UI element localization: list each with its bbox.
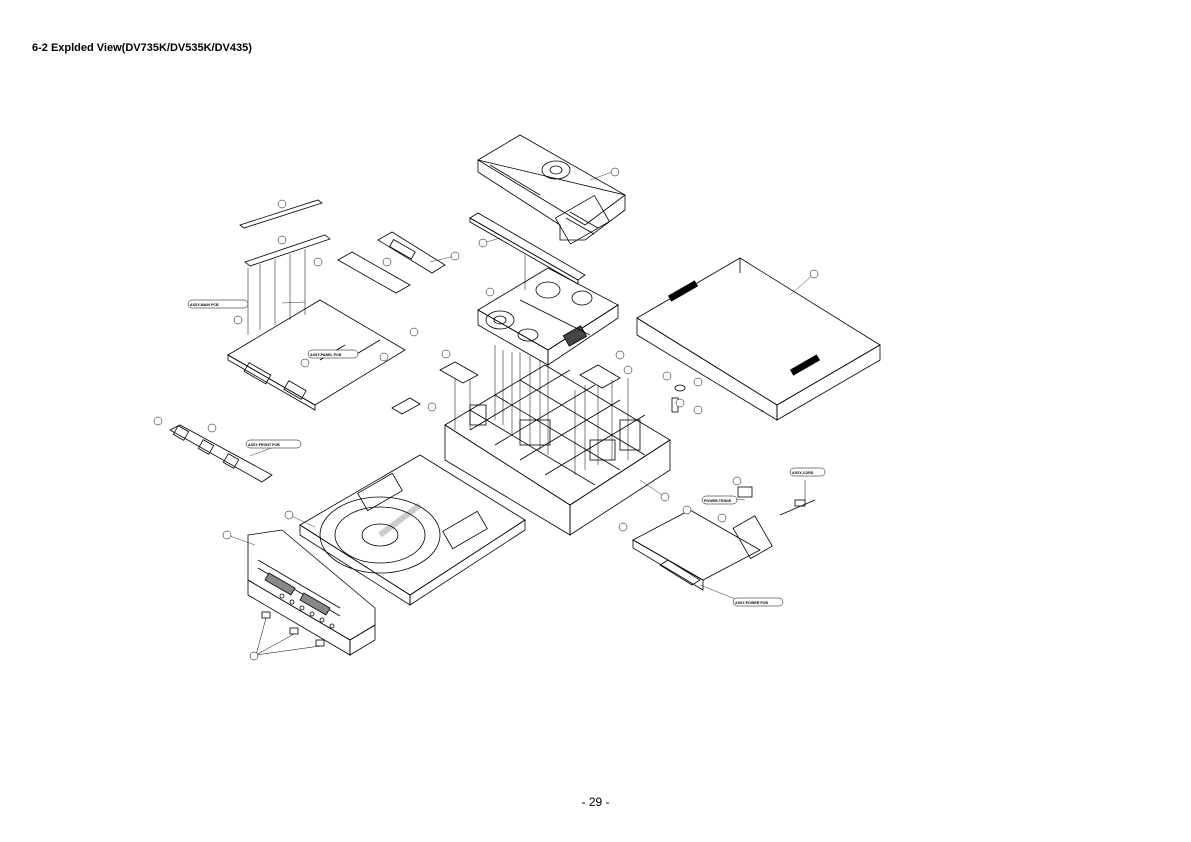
assembly-lines [454,255,629,475]
chassis-tray [444,364,671,536]
leader-lines [226,171,815,601]
callout-label-cord: ASSY-CORD [792,471,814,475]
front-panel [247,529,376,656]
bracket-bar [469,212,586,285]
callout-label-front-pcb: ASSY-FRONT PCB [248,443,280,447]
callout-panel-pcb [307,349,359,359]
panel-pcb [337,231,446,294]
callout-label-power-trans: POWER-TRANS [704,499,732,503]
callout-label-main-pcb: ASSY-MAIN PCB [190,303,219,307]
panel-bars [239,199,331,335]
callout-cord [789,467,826,477]
callout-power-pcb [732,597,784,607]
callout-label-panel-pcb: ASSY-PANEL PCB [310,353,342,357]
top-cover [636,257,881,421]
small-brackets [391,361,686,415]
front-pcb [169,424,273,483]
callout-bubbles [187,299,826,607]
disc-tray [299,454,526,606]
callout-main-pcb [187,299,249,309]
part-number-markers [153,167,819,661]
page-heading: 6-2 Explded View(DV735K/DV535K/DV435) [32,42,252,54]
knobs [255,611,325,656]
callout-front-pcb [245,439,302,449]
callout-power-trans [701,495,738,505]
deck-mechanism [477,267,619,366]
callout-label-power-pcb: ASSY-POWER PCB [735,601,768,605]
loader-mechanism [477,134,626,245]
page-number: - 29 - [581,795,610,809]
power-pcb [632,480,816,591]
